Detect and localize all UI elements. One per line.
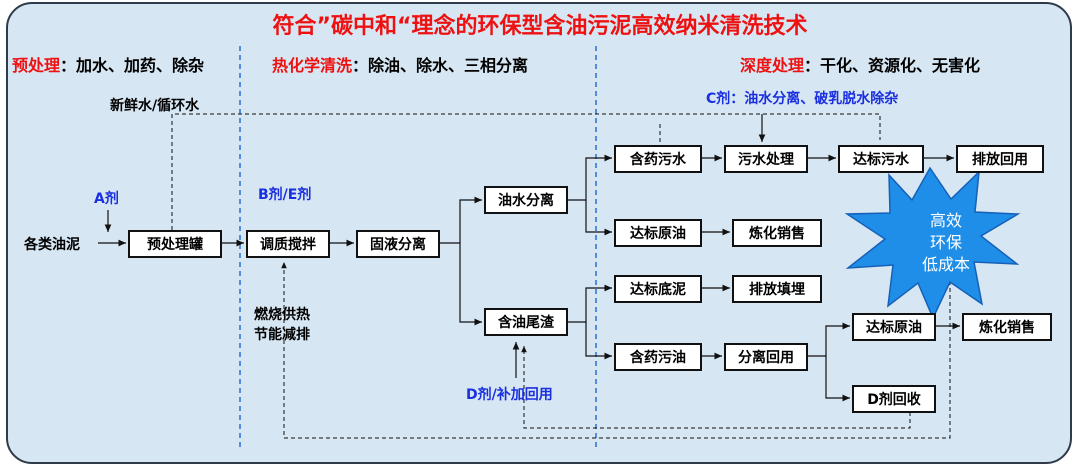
water-supply-line	[171, 113, 881, 230]
phase-pretreatment-desc: ：加水、加药、除杂	[60, 56, 205, 75]
node-separation-reuse: 分离回用	[724, 343, 808, 371]
node-d-agent-recovery: D剂回收	[852, 385, 936, 413]
node-medicated-wastewater: 含药污水	[614, 145, 702, 173]
phase-deep-label: 深度处理	[740, 56, 805, 75]
node-conditioning: 调质搅拌	[246, 230, 330, 258]
node-wastewater-treatment: 污水处理	[724, 145, 808, 173]
d-recovery-return-line	[521, 346, 911, 429]
node-qualified-crude-2: 达标原油	[852, 313, 936, 341]
node-oil-water-separation: 油水分离	[484, 186, 568, 214]
badge-text: 高效 环保 低成本	[906, 210, 986, 276]
phase-pretreatment: 预处理：加水、加药、除杂	[12, 52, 204, 76]
node-refine-sale-1: 炼化销售	[732, 219, 822, 247]
phase-thermochemical-desc: ：除油、除水、三相分离	[352, 56, 529, 75]
heat-label-2: 节能减排	[254, 327, 310, 343]
separation-to-oilwater	[440, 196, 482, 244]
node-qualified-bottom-sludge: 达标底泥	[614, 275, 702, 303]
oilwater-to-crude1	[585, 200, 612, 236]
separation-to-residue	[459, 243, 482, 326]
node-qualified-crude-1: 达标原油	[614, 219, 702, 247]
phase-pretreatment-label: 预处理	[12, 56, 61, 75]
residue-to-medoil	[585, 322, 612, 360]
badge-line-2: 环保	[929, 233, 962, 252]
node-discharge-reuse: 排放回用	[956, 145, 1044, 173]
badge-line-1: 高效	[929, 211, 962, 230]
phase-deep: 深度处理：干化、资源化、无害化	[740, 52, 980, 76]
node-medicated-oil: 含药污油	[614, 343, 702, 371]
oilwater-to-medwater	[568, 154, 612, 201]
sepreuse-to-drecovery	[825, 356, 850, 402]
a-agent-label: A剂	[94, 191, 119, 207]
node-qualified-wastewater: 达标污水	[838, 145, 924, 173]
residue-to-bottom	[568, 284, 612, 323]
phase-thermochemical: 热化学清洗：除油、除水、三相分离	[272, 52, 528, 76]
phase-deep-desc: ：干化、资源化、无害化	[804, 56, 981, 75]
node-solid-liquid-separation: 固液分离	[356, 230, 440, 258]
diagram-title: 符合”碳中和“理念的环保型含油污泥高效纳米清洗技术	[272, 14, 808, 39]
be-agent-label: B剂/E剂	[258, 187, 312, 203]
sludge-label: 各类油泥	[24, 237, 80, 253]
node-oily-residue: 含油尾渣	[484, 308, 568, 336]
heat-return-line	[281, 260, 951, 439]
heat-label-1: 燃烧供热	[254, 307, 310, 323]
c-agent-label: C剂：油水分离、破乳脱水除杂	[706, 91, 899, 107]
d-agent-label: D剂/补加回用	[466, 387, 553, 403]
node-refine-sale-2: 炼化销售	[962, 313, 1052, 341]
node-discharge-landfill: 排放填埋	[732, 275, 822, 303]
sepreuse-to-crude2	[808, 322, 850, 357]
phase-thermochemical-label: 热化学清洗	[272, 56, 353, 75]
node-pretank: 预处理罐	[128, 230, 222, 258]
badge-line-3: 低成本	[921, 255, 970, 274]
water-label: 新鲜水/循环水	[110, 98, 200, 114]
